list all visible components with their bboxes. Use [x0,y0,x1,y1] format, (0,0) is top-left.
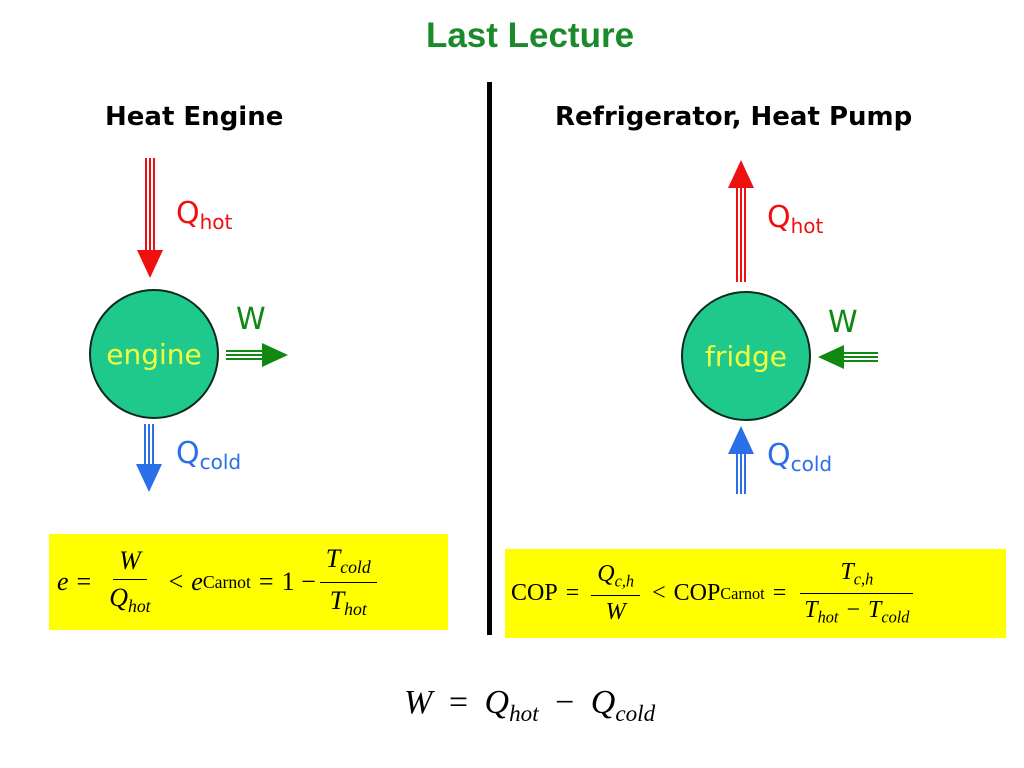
page-title: Last Lecture [425,16,635,55]
work-balance-formula: W = Qhot − Qcold [404,684,656,728]
q-cold-label-right: Qcold [767,438,833,476]
fridge-label: fridge [705,339,787,373]
engine-label: engine [106,337,202,371]
q-hot-arrow-icon [137,158,163,278]
q-cold-arrow-icon [136,424,162,492]
heat-engine-heading: Heat Engine [105,102,284,132]
section-divider [487,82,492,635]
qch-over-w-fraction: Qc,h W [591,561,641,626]
tch-over-tdiff-fraction: Tc,h Thot−Tcold [798,559,915,627]
q-hot-label: Qhot [176,196,233,234]
q-hot-up-arrow-icon [728,160,754,282]
work-out-arrow-icon [226,343,288,367]
engine-circle: engine [89,289,219,419]
q-hot-label-right: Qhot [767,200,824,238]
w-over-qhot-fraction: W Qhot [109,546,151,617]
fridge-circle: fridge [681,291,811,421]
work-in-arrow-icon [818,345,878,369]
work-label: W [236,302,266,337]
tcold-over-thot-fraction: Tcold Thot [319,544,377,619]
q-cold-up-arrow-icon [728,426,754,494]
refrigerator-heading: Refrigerator, Heat Pump [555,102,913,132]
q-cold-label: Qcold [176,436,242,474]
work-label-right: W [828,305,858,340]
